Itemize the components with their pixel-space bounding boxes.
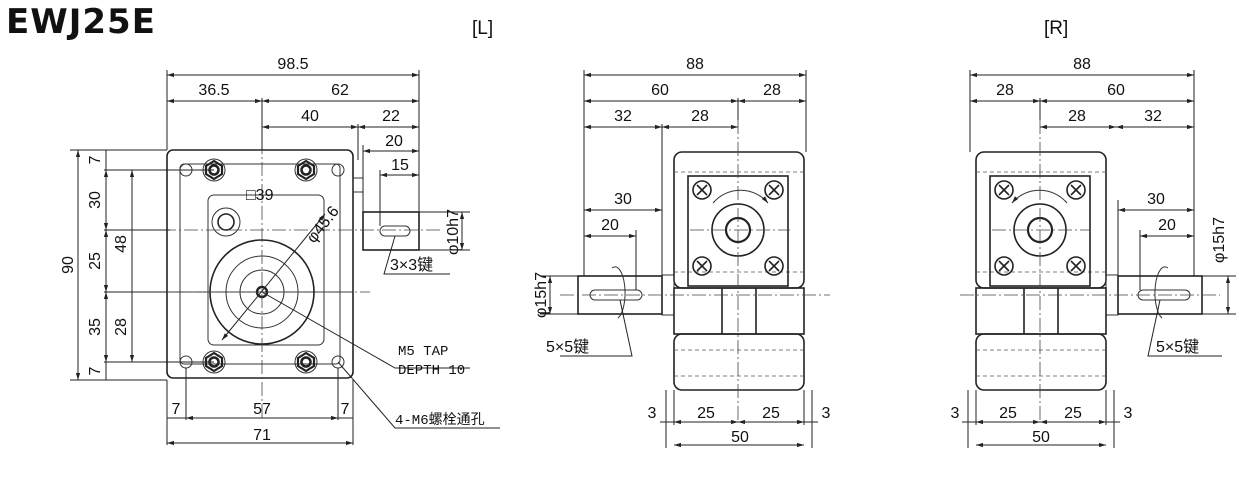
r-dim-32: 32	[1144, 108, 1162, 125]
l-key-5x5: 5×5键	[546, 338, 589, 356]
tap-note: M5 TAP	[398, 344, 448, 360]
r-dim-28b: 28	[1068, 108, 1086, 125]
front-bolt-icon	[293, 157, 319, 183]
l-dim-32: 32	[614, 108, 632, 125]
l-dim-30: 30	[614, 191, 632, 208]
dim-98-5: 98.5	[277, 56, 308, 73]
l-dim-60: 60	[651, 82, 669, 99]
dim-7-left: 7	[172, 401, 181, 418]
front-view: 98.5 36.5 62 40 22 20 15 φ10h7 3×3键 □39 …	[60, 56, 500, 446]
r-dim-28a: 28	[996, 82, 1014, 99]
l-shaft-dia-15: φ15h7	[533, 272, 550, 318]
dim-shaft-dia-10: φ10h7	[445, 209, 462, 255]
r-dim-60: 60	[1107, 82, 1125, 99]
left-housing-bottom	[673, 333, 805, 391]
r-shaft-dia-15: φ15h7	[1211, 217, 1228, 263]
right-view: 88 28 60 28 32 30 20 φ15h7 5×5键 3 25 25 …	[951, 56, 1236, 448]
dim-20: 20	[385, 133, 403, 150]
l-dim-88: 88	[686, 56, 704, 73]
dim-28: 28	[113, 318, 130, 336]
l-dim-25b: 25	[762, 405, 780, 422]
dim-62: 62	[331, 82, 349, 99]
depth-note: DEPTH 10	[398, 363, 465, 379]
dim-30: 30	[87, 191, 104, 209]
r-key-5x5: 5×5键	[1156, 338, 1199, 356]
dim-35: 35	[87, 318, 104, 336]
right-housing-bottom	[975, 333, 1107, 391]
front-inner-outline	[179, 163, 341, 365]
l-dim-25a: 25	[697, 405, 715, 422]
dim-48: 48	[113, 235, 130, 253]
r-dim-50: 50	[1032, 429, 1050, 446]
l-dim-3b: 3	[822, 405, 831, 422]
dim-36-5: 36.5	[198, 82, 229, 99]
dim-7-top: 7	[87, 155, 104, 164]
front-worm-boss	[211, 207, 241, 237]
l-dim-50: 50	[731, 429, 749, 446]
l-dim-28b: 28	[691, 108, 709, 125]
front-shaft-keyway	[379, 225, 411, 237]
dim-25: 25	[87, 252, 104, 270]
front-bolt-icon	[293, 349, 319, 375]
dim-40: 40	[301, 108, 319, 125]
r-dim-25a: 25	[999, 405, 1017, 422]
dim-90: 90	[60, 256, 77, 274]
bolt-hole-note: 4-M6螺栓通孔	[395, 412, 485, 429]
pcd-45-6: φ45.6	[304, 203, 343, 246]
dim-7-bottom: 7	[87, 366, 104, 375]
view-label-right: [R]	[1044, 18, 1069, 39]
r-dim-25b: 25	[1064, 405, 1082, 422]
dim-15: 15	[391, 157, 409, 174]
r-dim-88: 88	[1073, 56, 1091, 73]
key-3x3: 3×3键	[390, 256, 433, 274]
l-dim-20: 20	[601, 217, 619, 234]
l-dim-3a: 3	[648, 405, 657, 422]
dim-22: 22	[382, 108, 400, 125]
r-dim-3a: 3	[951, 405, 960, 422]
dim-71: 71	[253, 427, 271, 444]
view-label-left: [L]	[472, 18, 494, 39]
left-view: 88 60 28 32 28 30 20 φ15h7 5×5键 3 25 25 …	[533, 56, 831, 448]
front-housing	[166, 149, 354, 379]
l-dim-28a: 28	[763, 82, 781, 99]
dim-7-right: 7	[341, 401, 350, 418]
drawing-title: EWJ25E	[6, 2, 156, 42]
square-39: □39	[246, 187, 274, 204]
r-dim-30: 30	[1147, 191, 1165, 208]
r-dim-20: 20	[1158, 217, 1176, 234]
r-dim-3b: 3	[1124, 405, 1133, 422]
dim-57: 57	[253, 401, 271, 418]
front-input-shaft	[362, 211, 420, 251]
